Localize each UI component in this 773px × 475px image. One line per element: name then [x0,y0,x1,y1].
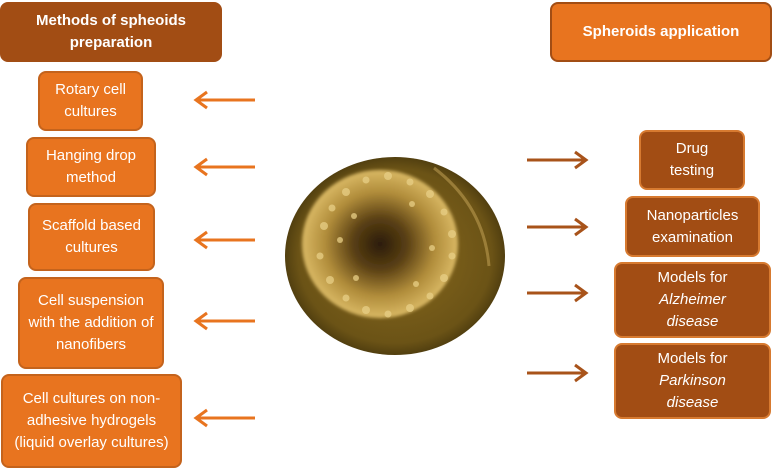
application-label: Drug testing [669,140,715,179]
method-scaffold-based: Scaffold based cultures [28,203,155,271]
application-nanoparticles: Nanoparticles examination [625,196,760,257]
method-non-adhesive-hydrogels: Cell cultures on non-adhesive hydrogels … [1,374,182,468]
method-label: Cell cultures on non-adhesive hydrogels … [14,390,169,451]
arrow-right-icon [527,217,589,237]
arrow-left-icon [193,408,255,428]
arrow-right-icon [527,150,589,170]
methods-header: Methods of spheoids preparation [0,2,222,62]
arrow-left-icon [193,90,255,110]
arrow-right-icon [527,363,589,383]
application-header-label: Spheroids application [582,23,740,40]
application-header: Spheroids application [550,2,772,62]
arrow-left-icon [193,230,255,250]
spheroid-image [285,157,505,355]
method-label: Cell suspension with the addition of nan… [28,292,154,353]
application-drug-testing: Drug testing [639,130,745,190]
method-label: Scaffold based cultures [42,217,141,256]
method-label: Hanging drop method [45,147,137,186]
arrow-left-icon [193,311,255,331]
method-hanging-drop: Hanging drop method [26,137,156,197]
method-cell-suspension-nanofibers: Cell suspension with the addition of nan… [18,277,164,369]
application-label: Nanoparticles examination [646,206,739,246]
arrow-right-icon [527,283,589,303]
application-alzheimer-models: Models for Alzheimer disease [614,262,771,338]
method-rotary-cell-cultures: Rotary cell cultures [38,71,143,131]
arrow-left-icon [193,157,255,177]
application-label: Models for Parkinson disease [657,350,728,411]
methods-header-label: Methods of spheoids preparation [36,12,186,51]
method-label: Rotary cell cultures [55,81,126,120]
application-parkinson-models: Models for Parkinson disease [614,343,771,419]
application-label: Models for Alzheimer disease [657,269,728,330]
